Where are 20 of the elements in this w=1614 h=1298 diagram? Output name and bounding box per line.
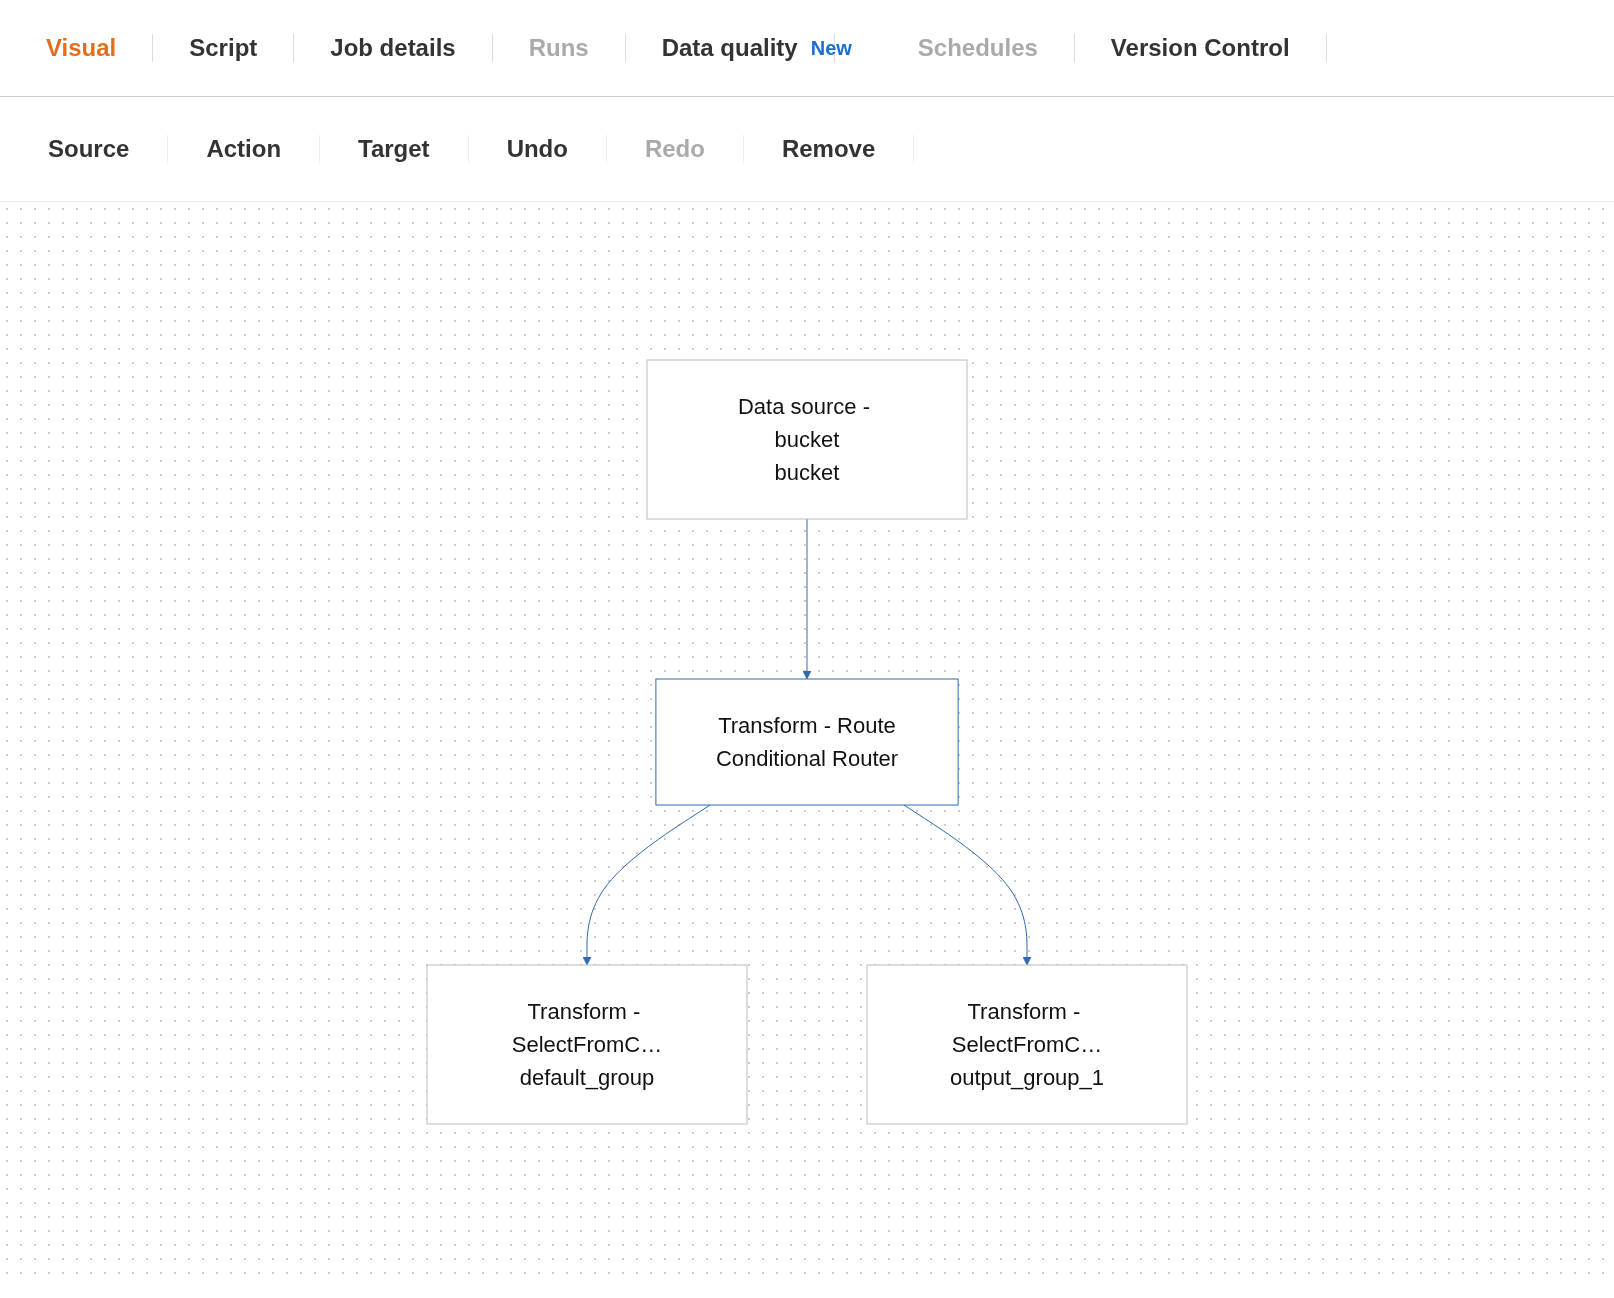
toolbar-button: Undo [468, 135, 607, 163]
tab: Runs [492, 34, 626, 62]
toolbar-button: Remove [743, 135, 915, 163]
toolbar-button: Action [168, 135, 321, 163]
node-box: Transform - Route Conditional Router [655, 678, 959, 806]
arrow [582, 804, 711, 966]
tab: Job details [294, 34, 493, 62]
tab: Script [153, 34, 295, 62]
node-box: Transform - SelectFromC… default_group [426, 964, 748, 1125]
toolbar-button: Target [320, 135, 469, 163]
new-badge-text: New [810, 36, 852, 60]
toolbar-button: Redo [606, 135, 744, 163]
toolbar-button: Source [10, 135, 169, 163]
tab: Schedules [881, 34, 1075, 62]
node-box: Data source - bucket bucket [646, 359, 968, 520]
arrow [802, 518, 812, 680]
tab: Visual [10, 34, 154, 62]
arrow [903, 804, 1032, 966]
node-box: Transform - SelectFromC… output_group_1 [866, 964, 1188, 1125]
tab: Version Control [1074, 34, 1327, 62]
